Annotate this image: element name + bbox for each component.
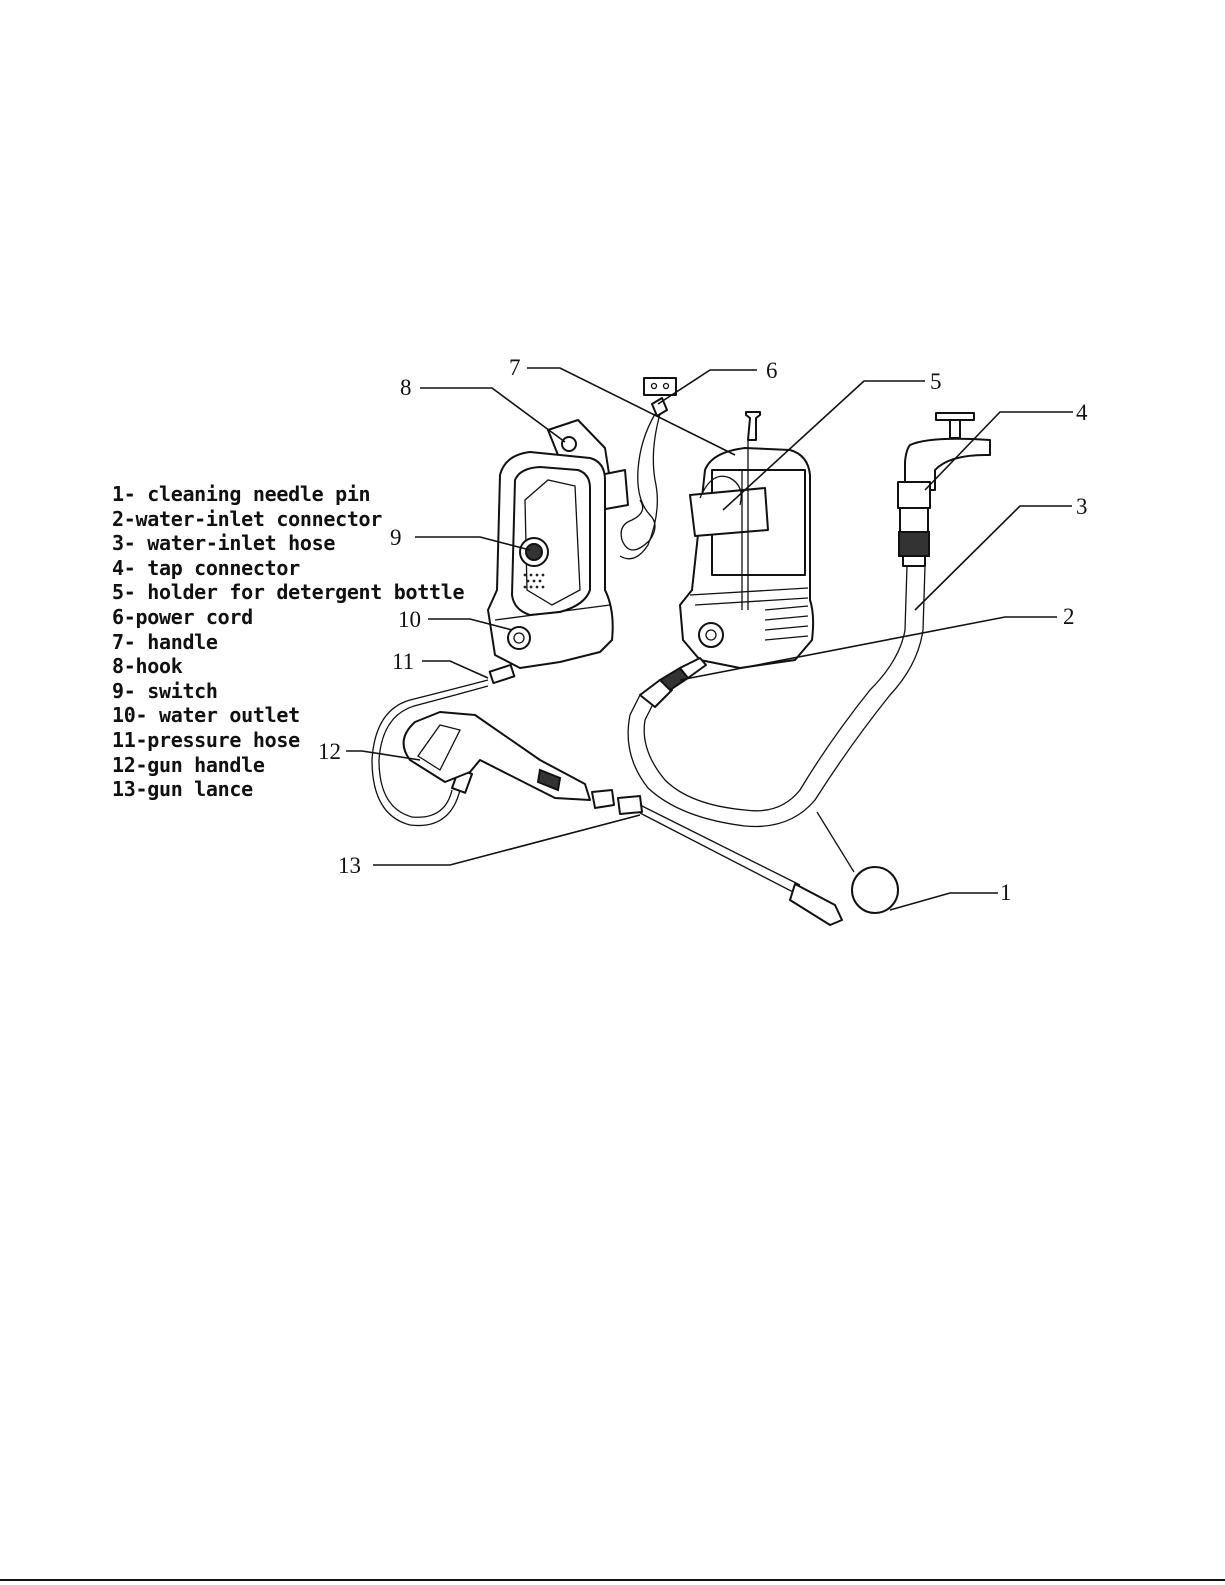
needle-pin-illustration [817, 812, 898, 913]
page-bottom-rule [0, 1579, 1225, 1581]
callout-1: 1 [1000, 880, 1012, 905]
back-unit-illustration [680, 412, 813, 668]
gun-handle-illustration [404, 712, 590, 800]
callout-8: 8 [400, 375, 412, 400]
callout-5: 5 [930, 369, 942, 394]
callout-4: 4 [1076, 400, 1088, 425]
callout-11: 11 [392, 649, 414, 674]
callout-7: 7 [509, 355, 521, 380]
callout-6: 6 [766, 358, 778, 383]
power-cord-illustration [620, 378, 676, 559]
callout-12: 12 [318, 739, 341, 764]
callout-10: 10 [398, 607, 421, 632]
callout-13: 13 [338, 853, 361, 878]
callout-2: 2 [1063, 604, 1075, 629]
callout-9: 9 [390, 525, 402, 550]
callout-3: 3 [1076, 494, 1088, 519]
